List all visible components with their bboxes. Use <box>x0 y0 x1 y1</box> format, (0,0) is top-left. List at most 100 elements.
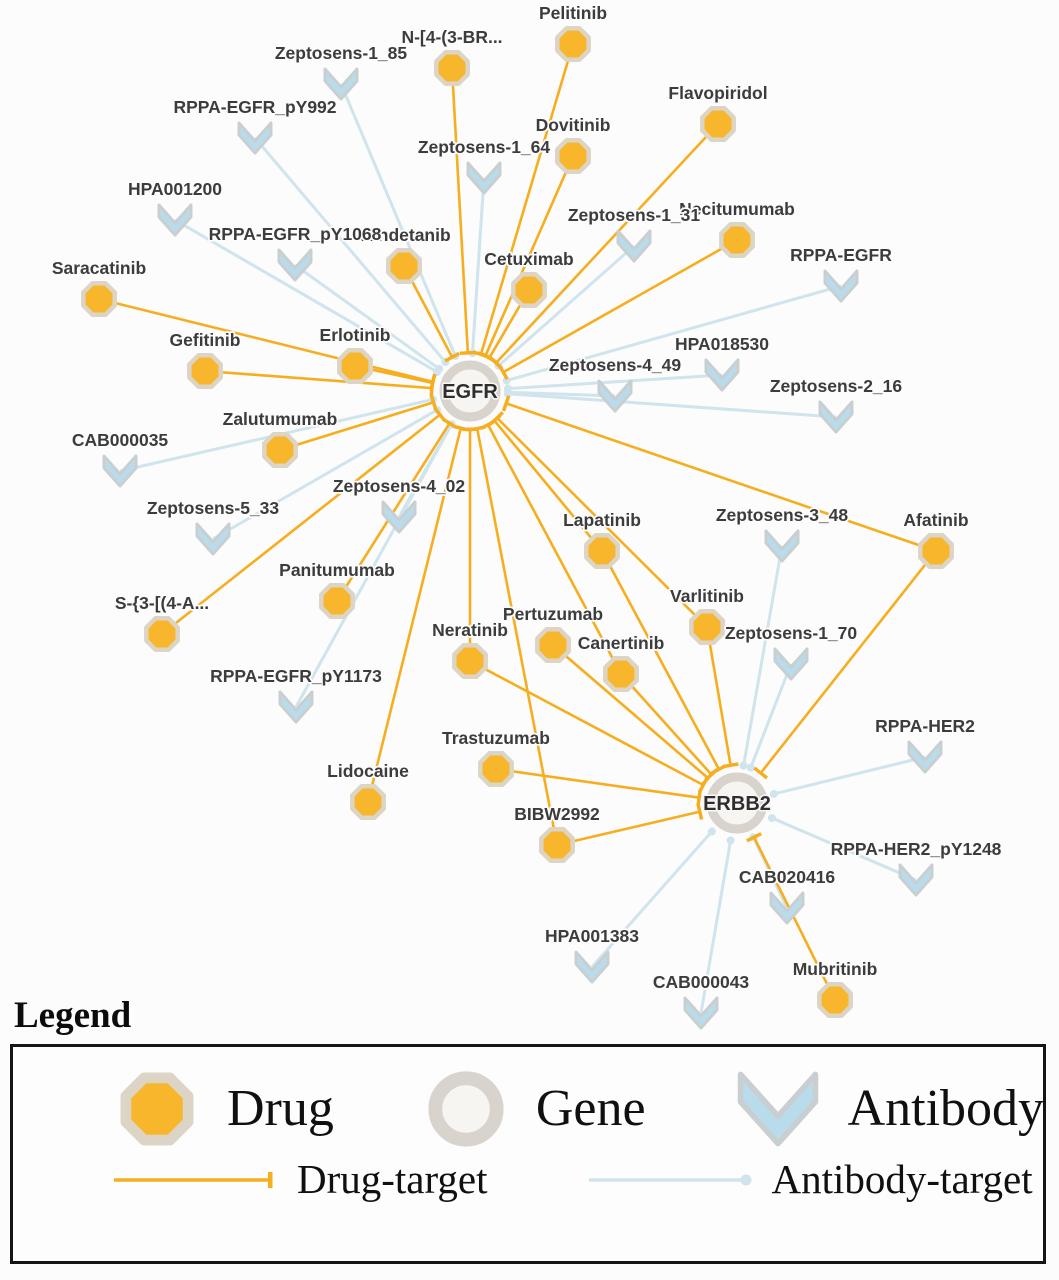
antibody-target-edge <box>339 83 460 360</box>
drug-target-edge <box>480 419 623 675</box>
drug-target-edge <box>450 67 476 356</box>
antibody-target-edge <box>502 284 842 385</box>
antibody-target-edge <box>503 388 616 398</box>
antibody-node-hpa001200 <box>157 203 193 237</box>
drug-target-edge <box>501 395 937 553</box>
antibody-target-edge <box>699 836 735 1014</box>
drug-node-saracatinib <box>81 281 117 317</box>
drug-target-edge <box>620 673 719 782</box>
antibody-node-cab000043 <box>683 996 719 1030</box>
antibody-target-edge <box>294 263 444 373</box>
antibody-target-edge <box>503 389 837 419</box>
drug-target-edge <box>556 803 704 847</box>
drug-node-panitumumab <box>319 583 355 619</box>
drug-icon <box>120 1072 194 1146</box>
node-label-zeptosens-2-16: Zeptosens-2_16 <box>770 376 903 396</box>
drug-target-edge <box>98 297 437 390</box>
antibody-target-edge <box>174 218 442 376</box>
node-label-egfr: EGFR <box>442 381 498 403</box>
node-label-zeptosens-1-85: Zeptosens-1_85 <box>275 43 408 63</box>
drug-target-edge <box>487 414 604 552</box>
node-label-zeptosens-3-48: Zeptosens-3_48 <box>716 505 849 525</box>
gene-node-egfr <box>439 360 501 422</box>
node-label-zeptosens-4-02: Zeptosens-4_02 <box>333 476 466 496</box>
drug-target-edge <box>495 767 702 806</box>
node-label-cetuximab: Cetuximab <box>484 249 573 269</box>
node-label-trastuzumab: Trastuzumab <box>442 728 550 748</box>
drug-node-pelitinib <box>555 26 591 62</box>
drug-node-trastuzumab <box>478 751 514 787</box>
antibody-target-edge <box>746 663 793 772</box>
antibody-node-rppa-her2-py1248 <box>898 863 934 897</box>
node-label-necitumumab: Necitumumab <box>679 199 795 219</box>
legend-box: Drug Gene Antibody Drug-target <box>10 1044 1046 1264</box>
node-label-rppa-egfr-py1173: RPPA-EGFR_pY1173 <box>210 666 382 686</box>
node-label-zeptosens-1-64: Zeptosens-1_64 <box>418 137 551 157</box>
node-label-mubritinib: Mubritinib <box>793 959 878 979</box>
node-label-hpa001200: HPA001200 <box>128 179 222 199</box>
edge-layer <box>98 43 938 1014</box>
node-label-pelitinib: Pelitinib <box>539 3 607 23</box>
node-label-zalutumumab: Zalutumumab <box>223 409 338 429</box>
drug-node-erlotinib <box>337 348 373 384</box>
node-label-rppa-her2: RPPA-HER2 <box>875 716 975 736</box>
drug-node-flavopiridol <box>700 106 736 142</box>
antibody-target-edge <box>212 405 442 541</box>
drug-node-neratinib <box>452 643 488 679</box>
drug-target-edge <box>469 659 709 793</box>
drug-node-cetuximab <box>511 272 547 308</box>
antibody-node-cab020416 <box>769 891 805 925</box>
node-label-afatinib: Afatinib <box>903 510 968 530</box>
node-label-saracatinib: Saracatinib <box>52 258 146 278</box>
antibody-node-zeptosens-4-02 <box>381 500 417 534</box>
drug-target-edge <box>490 411 708 628</box>
node-label-s-3-4-a: S-{3-[(4-A... <box>115 593 209 613</box>
drug-node-n-4-3-br <box>434 50 470 86</box>
drug-target-edge <box>600 550 727 775</box>
legend-label-antibody: Antibody <box>847 1080 1045 1137</box>
drug-node-necitumumab <box>719 222 755 258</box>
node-label-flavopiridol: Flavopiridol <box>668 83 767 103</box>
drug-node-zalutumumab <box>262 432 298 468</box>
drug-target-edge <box>705 626 739 769</box>
drug-node-gefitinib <box>187 353 223 389</box>
antibody-node-rppa-egfr-py1068 <box>277 248 313 282</box>
antibody-node-rppa-egfr-py1173 <box>278 690 314 724</box>
drug-target-edge <box>552 644 715 786</box>
antibody-node-zeptosens-1-85 <box>323 67 359 101</box>
node-label-rppa-egfr-py992: RPPA-EGFR_pY992 <box>173 97 336 117</box>
node-label-cab020416: CAB020416 <box>739 867 836 887</box>
antibody-node-zeptosens-2-16 <box>818 400 854 434</box>
node-label-zeptosens-4-49: Zeptosens-4_49 <box>549 355 682 375</box>
drug-target-edge <box>161 407 447 636</box>
antibody-node-zeptosens-4-49 <box>597 379 633 413</box>
antibody-node-hpa018530 <box>704 358 740 392</box>
drug-node-vandetanib <box>386 248 422 284</box>
drug-target-edge <box>477 155 575 361</box>
drug-target-edge <box>366 424 469 803</box>
antibody-target-edge <box>294 420 456 708</box>
antibody-target-edge <box>590 827 716 968</box>
drug-target-edge <box>488 123 719 370</box>
node-layer <box>81 26 954 1030</box>
antibody-node-cab000035 <box>102 454 138 488</box>
antibody-target-edge <box>503 373 723 393</box>
drug-node-lidocaine <box>350 784 386 820</box>
drug-target-edge <box>497 238 738 380</box>
node-label-gefitinib: Gefitinib <box>170 330 241 350</box>
node-label-canertinib: Canertinib <box>578 633 665 653</box>
drug-target-edge <box>472 43 575 359</box>
antibody-node-zeptosens-3-48 <box>764 529 800 563</box>
drug-node-mubritinib <box>817 982 853 1018</box>
gene-icon <box>428 1071 504 1147</box>
antibody-icon <box>737 1071 818 1147</box>
drug-target-edge <box>746 832 837 1001</box>
node-label-zeptosens-1-70: Zeptosens-1_70 <box>725 623 858 643</box>
drug-node-lapatinib <box>584 533 620 569</box>
drug-target-edge <box>279 394 438 452</box>
drug-node-afatinib <box>918 533 954 569</box>
node-label-hpa018530: HPA018530 <box>675 334 769 354</box>
antibody-node-zeptosens-1-70 <box>773 647 809 681</box>
drug-node-pertuzumab <box>535 627 571 663</box>
